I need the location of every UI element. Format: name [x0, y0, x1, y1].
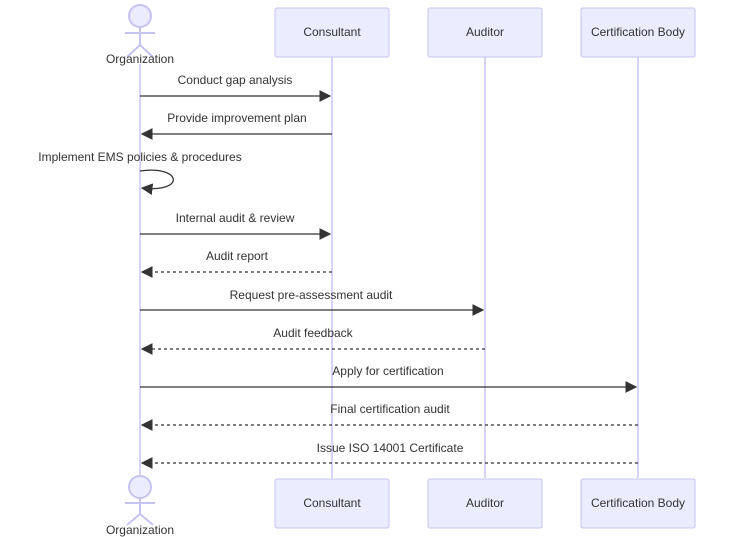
message-label: Request pre-assessment audit — [230, 288, 393, 302]
message-label: Final certification audit — [330, 402, 450, 416]
participant-label-organization: Organization — [106, 523, 174, 537]
actor-organization-bottom: Organization — [106, 475, 174, 537]
participant-box-certification-body: Certification Body — [580, 478, 696, 529]
lifelines — [139, 57, 639, 478]
message-label: Issue ISO 14001 Certificate — [317, 441, 464, 455]
participant-label-auditor: Auditor — [466, 25, 504, 39]
participant-label-certification-body: Certification Body — [591, 25, 685, 39]
message-label: Audit report — [206, 249, 269, 263]
message-label: Implement EMS policies & procedures — [38, 150, 241, 164]
participant-box-consultant: Consultant — [274, 478, 390, 529]
participants-top: Organization Consultant Auditor Certific… — [106, 4, 696, 66]
message-label: Audit feedback — [273, 326, 353, 340]
participant-label-consultant: Consultant — [303, 496, 361, 510]
message-final-certification-audit: Final certification audit — [140, 402, 638, 431]
participant-box-consultant: Consultant — [274, 7, 390, 58]
message-label: Provide improvement plan — [167, 111, 306, 125]
message-issue-iso-14001-certificate: Issue ISO 14001 Certificate — [140, 441, 638, 469]
message-internal-audit-review: Internal audit & review — [140, 211, 332, 240]
message-self-arrow — [139, 169, 174, 195]
message-audit-report: Audit report — [140, 249, 332, 278]
message-conduct-gap-analysis: Conduct gap analysis — [140, 73, 332, 102]
participant-label-organization: Organization — [106, 52, 174, 66]
actor-organization-top: Organization — [106, 4, 174, 66]
actor-icon — [125, 475, 155, 526]
message-label: Internal audit & review — [176, 211, 295, 225]
participants-bottom: Organization Consultant Auditor Certific… — [106, 475, 696, 537]
participant-label-auditor: Auditor — [466, 496, 504, 510]
actor-icon — [125, 4, 155, 58]
message-provide-improvement-plan: Provide improvement plan — [140, 111, 332, 140]
message-request-pre-assessment-audit: Request pre-assessment audit — [140, 288, 485, 316]
participant-box-auditor: Auditor — [427, 478, 543, 529]
participant-box-certification-body: Certification Body — [580, 7, 696, 58]
participant-box-auditor: Auditor — [427, 7, 543, 58]
messages: Conduct gap analysis Provide improvement… — [38, 73, 638, 469]
message-label: Conduct gap analysis — [178, 73, 293, 87]
message-apply-for-certification: Apply for certification — [140, 364, 638, 393]
participant-label-certification-body: Certification Body — [591, 496, 685, 510]
message-audit-feedback: Audit feedback — [140, 326, 485, 355]
participant-label-consultant: Consultant — [303, 25, 361, 39]
message-label: Apply for certification — [332, 364, 443, 378]
message-implement-ems: Implement EMS policies & procedures — [38, 150, 242, 195]
